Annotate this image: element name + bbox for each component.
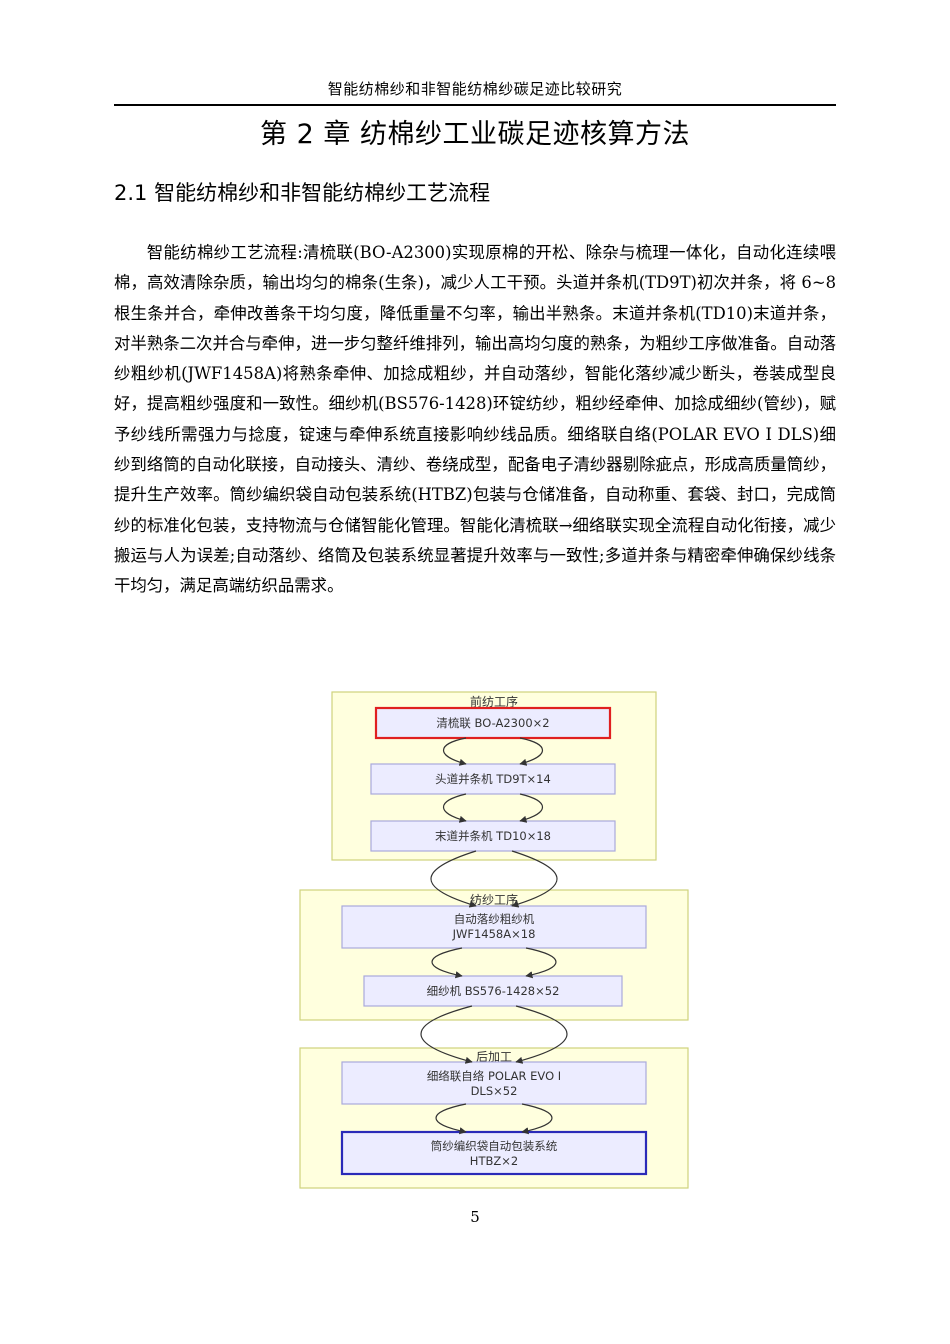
process-description-paragraph: 智能纺棉纱工艺流程:清梳联(BO-A2300)实现原棉的开松、除杂与梳理一体化，… [114, 243, 836, 596]
edge-first-to-final-drawing [443, 793, 467, 823]
node-label-first-drawing: 头道并条机 TD9T×14 [435, 772, 551, 786]
node-final-drawing [370, 820, 616, 852]
edge-drawing-to-roving [430, 850, 477, 908]
node-auto-winding [341, 1061, 647, 1105]
node-packaging-system [340, 1130, 648, 1176]
edge-drawing-to-roving-alt [511, 850, 558, 908]
node-label-blowing-carding: 清梳联 BO-A2300×2 [436, 716, 549, 730]
edge-winding-to-packaging-alt [521, 1103, 553, 1135]
edge-roving-to-spinning-alt [525, 947, 557, 979]
node-first-drawing [370, 763, 616, 795]
edge-spinning-to-winding [420, 1005, 473, 1064]
node-blowing-carding [374, 706, 612, 740]
process-flowchart: 前纺工序 清梳联 BO-A2300×2 头道并条机 TD9T×14 末道并条机 … [299, 691, 689, 1189]
edge-roving-to-spinning [431, 947, 463, 979]
group-label-spinning: 纺纱工序 [470, 892, 518, 907]
edge-blowing-to-first-drawing-alt [519, 737, 543, 766]
group-label-pre-spinning: 前纺工序 [470, 694, 518, 709]
node-label-final-drawing: 末道并条机 TD10×18 [435, 829, 551, 843]
edge-spinning-to-winding-alt [515, 1005, 568, 1064]
node-label-packaging-line1: 筒纱编织袋自动包装系统 [431, 1139, 558, 1153]
section-title: 2.1 智能纺棉纱和非智能纺棉纱工艺流程 [114, 181, 491, 205]
chapter-title: 第 2 章 纺棉纱工业碳足迹核算方法 [260, 119, 690, 150]
edge-winding-to-packaging [435, 1103, 467, 1135]
node-label-roving-frame-line2: JWF1458A×18 [452, 927, 536, 941]
edge-first-to-final-drawing-alt [519, 793, 543, 823]
running-header: 智能纺棉纱和非智能纺棉纱碳足迹比较研究 [327, 80, 623, 98]
node-label-auto-winding-line2: DLS×52 [471, 1084, 518, 1098]
group-label-post-processing: 后加工 [476, 1050, 512, 1064]
page-number: 5 [470, 1208, 480, 1226]
node-label-auto-winding-line1: 细络联自络 POLAR EVO I [427, 1069, 561, 1083]
edge-blowing-to-first-drawing [443, 737, 467, 766]
node-label-ring-spinning: 细纱机 BS576-1428×52 [427, 984, 560, 998]
node-ring-spinning [363, 975, 623, 1007]
node-roving-frame [341, 905, 647, 949]
header-divider [114, 104, 836, 106]
node-label-roving-frame-line1: 自动落纱粗纱机 [454, 912, 535, 926]
node-label-packaging-line2: HTBZ×2 [470, 1154, 518, 1168]
